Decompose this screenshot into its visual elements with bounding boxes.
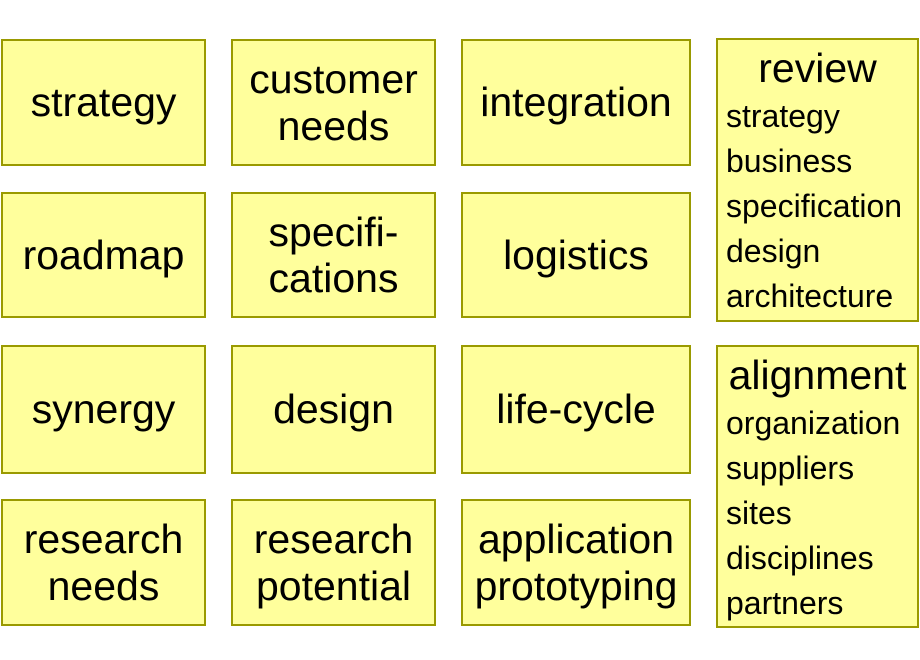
list-item: sites — [726, 495, 792, 531]
card-life-cycle: life-cycle — [461, 345, 691, 474]
card-research-potential: research potential — [231, 499, 436, 626]
panel-alignment-list: organization suppliers sites disciplines… — [718, 401, 917, 626]
list-item: architecture — [726, 278, 894, 314]
card-application-prototyping: application prototyping — [461, 499, 691, 626]
card-design: design — [231, 345, 436, 474]
list-item: suppliers — [726, 450, 855, 486]
card-strategy: strategy — [1, 39, 206, 166]
card-logistics: logistics — [461, 192, 691, 318]
list-item: partners — [726, 585, 844, 621]
card-research-needs: research needs — [1, 499, 206, 626]
card-integration: integration — [461, 39, 691, 166]
list-item: strategy — [726, 98, 840, 134]
card-specifications: specifi- cations — [231, 192, 436, 318]
list-item: disciplines — [726, 540, 874, 576]
panel-review: review strategy business specification d… — [716, 38, 919, 322]
panel-alignment-title: alignment — [728, 352, 907, 398]
panel-alignment: alignment organization suppliers sites d… — [716, 345, 919, 628]
panel-review-list: strategy business specification design a… — [718, 94, 917, 319]
list-item: specification — [726, 188, 903, 224]
list-item: business — [726, 143, 853, 179]
list-item: organization — [726, 405, 901, 441]
card-roadmap: roadmap — [1, 192, 206, 318]
list-item: design — [726, 233, 821, 269]
card-customer-needs: customer needs — [231, 39, 436, 166]
panel-review-title: review — [758, 45, 877, 91]
card-synergy: synergy — [1, 345, 206, 474]
